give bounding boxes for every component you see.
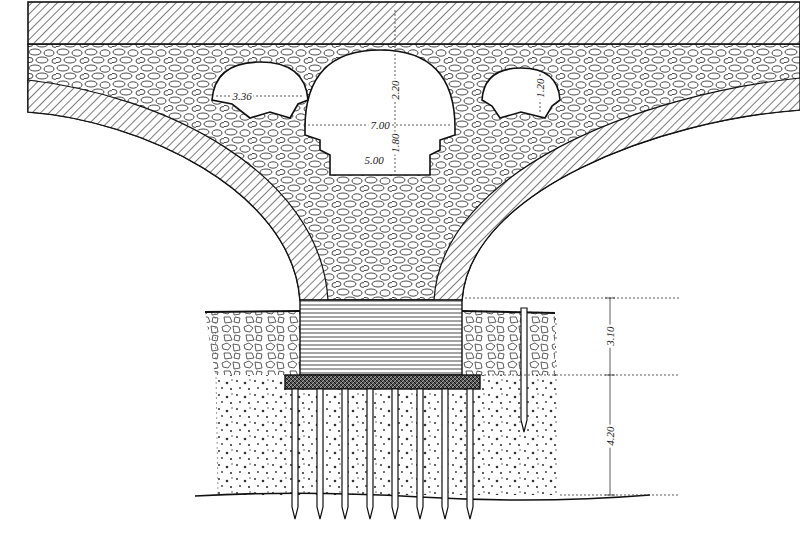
dimension-label: 1.20 [534, 76, 546, 99]
dimension-label: 2.20 [389, 78, 401, 101]
dimension-label: 5.00 [362, 154, 385, 166]
dimension-label: 3.10 [604, 324, 616, 347]
dimension-label: 1.80 [389, 131, 401, 154]
dimension-label: 7.00 [368, 119, 391, 131]
dimension-label: 3.36 [230, 90, 253, 102]
dimension-label: 4.20 [604, 424, 616, 447]
